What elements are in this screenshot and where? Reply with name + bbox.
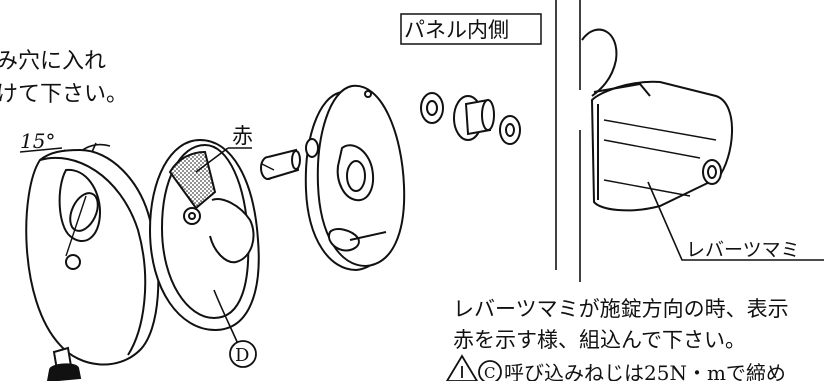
- color-leader-line: [195, 147, 252, 173]
- part-d-label: D: [235, 345, 249, 366]
- part-c-label: C: [484, 364, 495, 381]
- left-note-line2: けて下さい。: [0, 82, 128, 107]
- lever-handle: [581, 28, 734, 212]
- cam-parts: [420, 92, 521, 145]
- panel-label-box: [400, 13, 542, 45]
- warning-triangle-icon: [445, 354, 479, 381]
- color-label-red: 赤: [232, 124, 253, 148]
- bottom-screw: [46, 346, 82, 381]
- left-note-line1: み穴に入れ: [0, 49, 106, 74]
- instruction-line2: 赤を示す様、組込んで下さい。: [453, 328, 746, 352]
- part-c-circle: [478, 360, 502, 381]
- panel-edge: [555, 0, 581, 282]
- lever-label: レバーツマミ: [686, 239, 800, 261]
- panel-label: パネル内側: [404, 18, 509, 42]
- mounting-screw: [260, 148, 301, 180]
- rose-plate: [304, 84, 406, 272]
- instruction-line1: レバーツマミが施錠方向の時、表示: [453, 297, 789, 321]
- knob-disc: [25, 148, 160, 366]
- part-d-circle: [229, 340, 257, 368]
- part-d-leader: [213, 289, 239, 345]
- lever-leader: [647, 181, 824, 261]
- warning-text: 呼び込みねじは25N・mで締め: [504, 361, 786, 381]
- indicator-disc: [148, 138, 260, 332]
